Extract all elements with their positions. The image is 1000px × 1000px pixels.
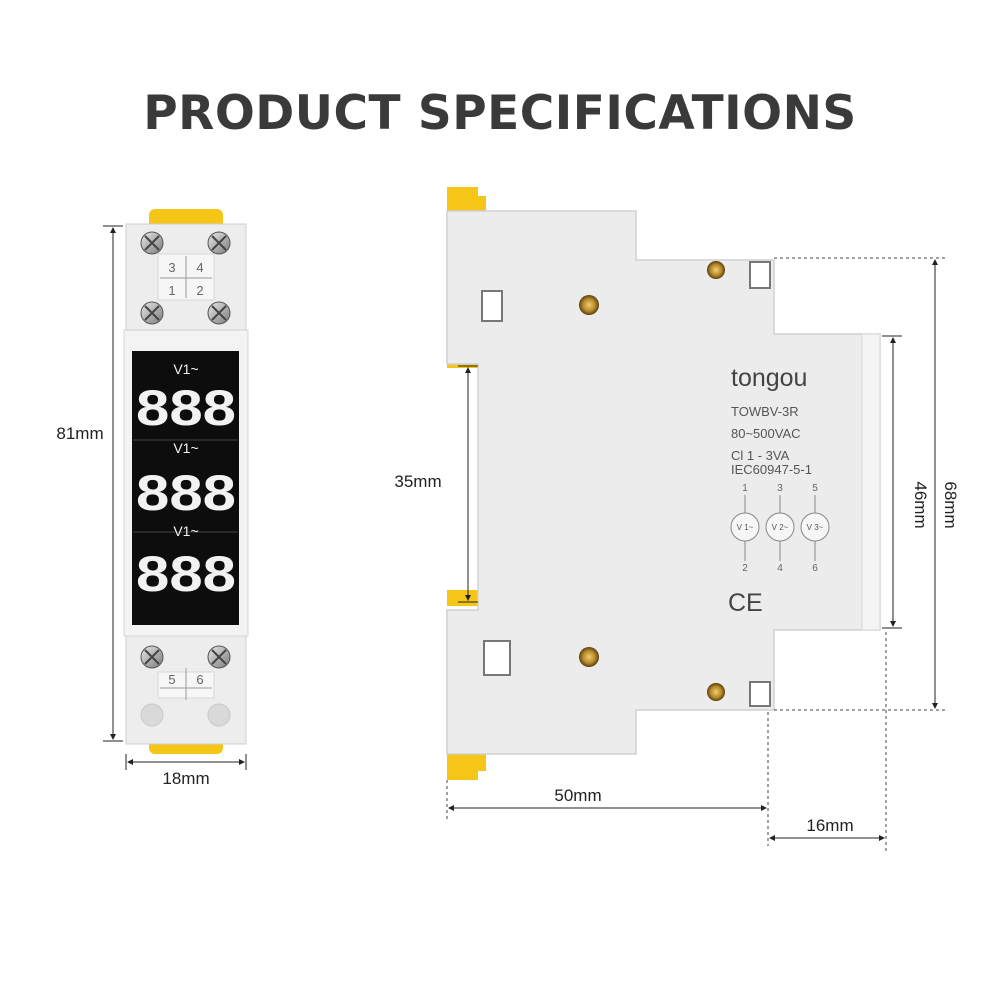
rivet-icon bbox=[707, 683, 725, 701]
screw-icon bbox=[140, 645, 164, 669]
wiring-diagram: 1 3 5 V 1~ V 2~ V 3~ 2 4 6 bbox=[730, 483, 830, 574]
voltage-rating: 80~500VAC bbox=[731, 426, 801, 441]
page-title: PRODUCT SPECIFICATIONS bbox=[143, 86, 857, 141]
height-dimension-label: 81mm bbox=[56, 424, 103, 443]
screw-icon bbox=[140, 231, 164, 255]
display-label-3: V1~ bbox=[173, 523, 198, 539]
display-digits-1: 888 bbox=[136, 380, 236, 436]
bottom-rail-clip bbox=[447, 754, 486, 780]
diagram-number-1: 1 bbox=[742, 483, 748, 494]
terminal-number-2: 2 bbox=[196, 283, 203, 298]
diagram-number-3: 3 bbox=[777, 483, 783, 494]
terminal-number-6: 6 bbox=[196, 672, 203, 687]
latch-slot bbox=[749, 681, 771, 707]
front-view: 3 4 1 2 V1~ V1~ V1~ 888 888 888 5 bbox=[50, 209, 249, 788]
width-dimension-label: 18mm bbox=[162, 769, 209, 788]
screw-icon bbox=[207, 301, 231, 325]
model-number: TOWBV-3R bbox=[731, 404, 799, 419]
meter-symbol-v1: V 1~ bbox=[737, 523, 754, 532]
rail-dimension-label: 35mm bbox=[394, 472, 441, 491]
display-digits-2: 888 bbox=[136, 465, 236, 521]
terminal-number-5: 5 bbox=[168, 672, 175, 687]
terminal-hole bbox=[140, 703, 164, 727]
latch-slot bbox=[749, 261, 771, 289]
screw-icon bbox=[207, 645, 231, 669]
front-depth-dimension-label: 16mm bbox=[806, 816, 853, 835]
display-panel bbox=[132, 351, 239, 625]
terminal-number-4: 4 bbox=[196, 260, 203, 275]
terminal-number-1: 1 bbox=[168, 283, 175, 298]
diagram-number-5: 5 bbox=[812, 483, 818, 494]
standard-number: IEC60947-5-1 bbox=[731, 462, 812, 477]
screw-icon bbox=[207, 231, 231, 255]
diagram-number-2: 2 bbox=[742, 563, 748, 574]
top-rail-clip bbox=[447, 187, 486, 211]
display-digits-3: 888 bbox=[136, 546, 236, 602]
brand-logo: tongou bbox=[731, 364, 807, 392]
diagram-number-4: 4 bbox=[777, 563, 783, 574]
meter-symbol-v3: V 3~ bbox=[807, 523, 824, 532]
front-height-dimension-label: 46mm bbox=[911, 481, 930, 528]
diagram-number-6: 6 bbox=[812, 563, 818, 574]
rivet-icon bbox=[579, 647, 599, 667]
display-label-2: V1~ bbox=[173, 440, 198, 456]
rivet-icon bbox=[579, 295, 599, 315]
latch-slot bbox=[483, 640, 511, 676]
display-label-1: V1~ bbox=[173, 361, 198, 377]
latch-slot bbox=[481, 290, 503, 322]
meter-symbol-v2: V 2~ bbox=[772, 523, 789, 532]
screw-icon bbox=[140, 301, 164, 325]
ce-mark-icon: CE bbox=[728, 589, 763, 617]
rivet-icon bbox=[707, 261, 725, 279]
depth-dimension-label: 50mm bbox=[554, 786, 601, 805]
body-height-dimension-label: 68mm bbox=[941, 481, 960, 528]
terminal-hole bbox=[207, 703, 231, 727]
class-rating: Cl 1 - 3VA bbox=[731, 448, 790, 463]
terminal-number-3: 3 bbox=[168, 260, 175, 275]
side-view: tongou TOWBV-3R 80~500VAC Cl 1 - 3VA IEC… bbox=[386, 187, 960, 852]
